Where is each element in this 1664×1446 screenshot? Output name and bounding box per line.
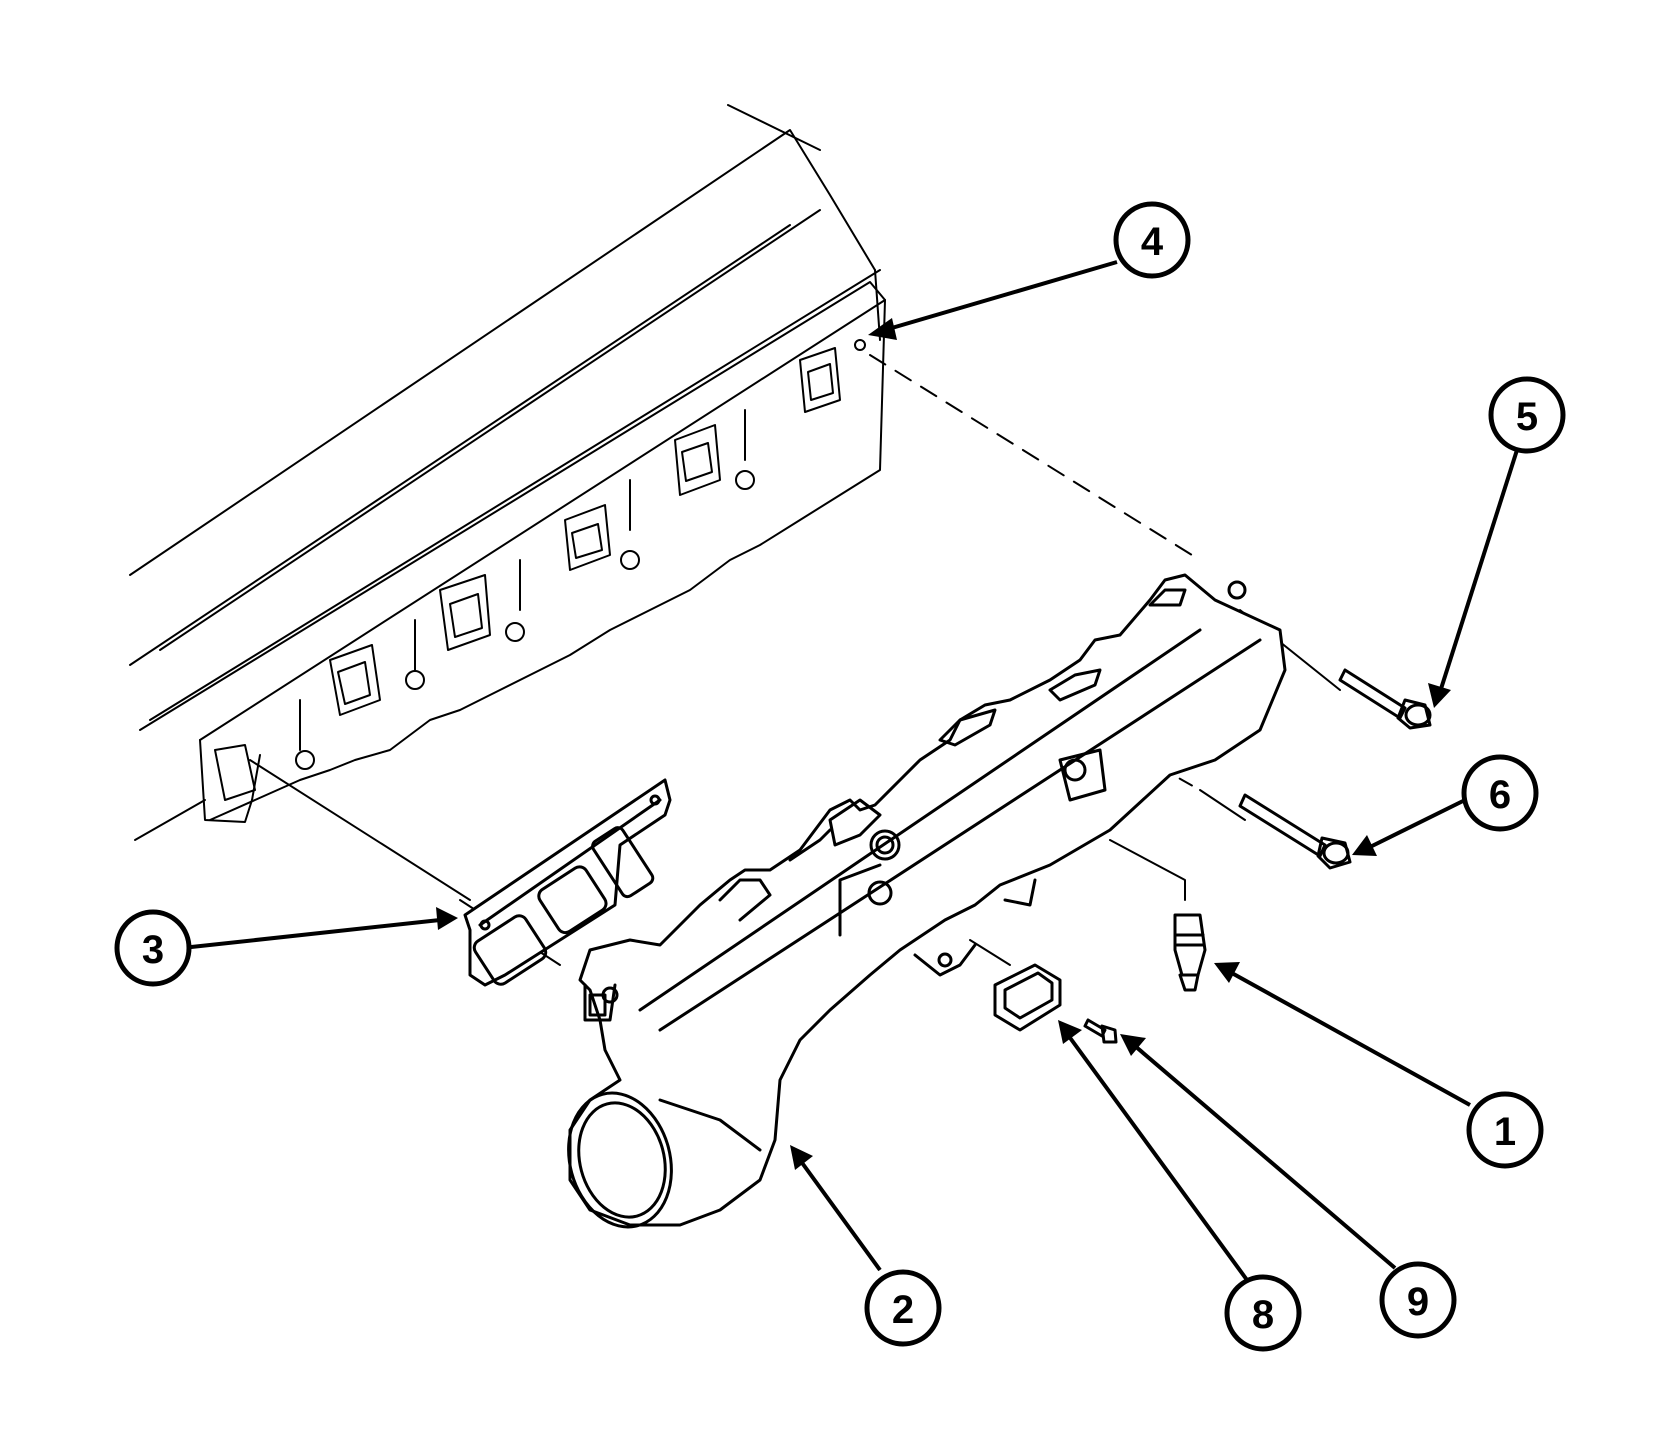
callout-circle [1113,201,1191,279]
exhaust-manifold [567,573,1287,1229]
callout-5: 5 [1488,376,1566,454]
callout-label: 4 [1141,220,1164,264]
sensor-1 [1173,913,1207,992]
callout-circle [114,909,192,987]
capscrew-6 [1238,793,1352,870]
callout-8: 8 [1224,1274,1302,1352]
callout-label: 2 [892,1288,914,1332]
callout-2: 2 [864,1269,942,1347]
screw-9 [1083,1018,1118,1044]
callout-label: 8 [1252,1293,1274,1337]
callout-3: 3 [114,909,192,987]
callout-circle [1466,1091,1544,1169]
callout-9: 9 [1379,1261,1457,1339]
callout-circle [1488,376,1566,454]
leader-lines [181,260,1519,1282]
callout-circle [1224,1274,1302,1352]
callout-circle [1461,754,1539,832]
callout-4: 4 [1113,201,1191,279]
callout-label: 9 [1407,1280,1429,1324]
callout-label: 6 [1489,773,1511,817]
cover-plate-8 [993,963,1062,1032]
manifold-gasket [463,778,672,987]
callout-1: 1 [1466,1091,1544,1169]
callout-label: 5 [1516,395,1538,439]
callout-circle [1379,1261,1457,1339]
cylinder-head [129,104,886,841]
callout-label: 1 [1494,1110,1516,1154]
callout-circle [864,1269,942,1347]
capscrew-5 [1338,668,1432,730]
callout-label: 3 [142,928,164,972]
callout-6: 6 [1461,754,1539,832]
